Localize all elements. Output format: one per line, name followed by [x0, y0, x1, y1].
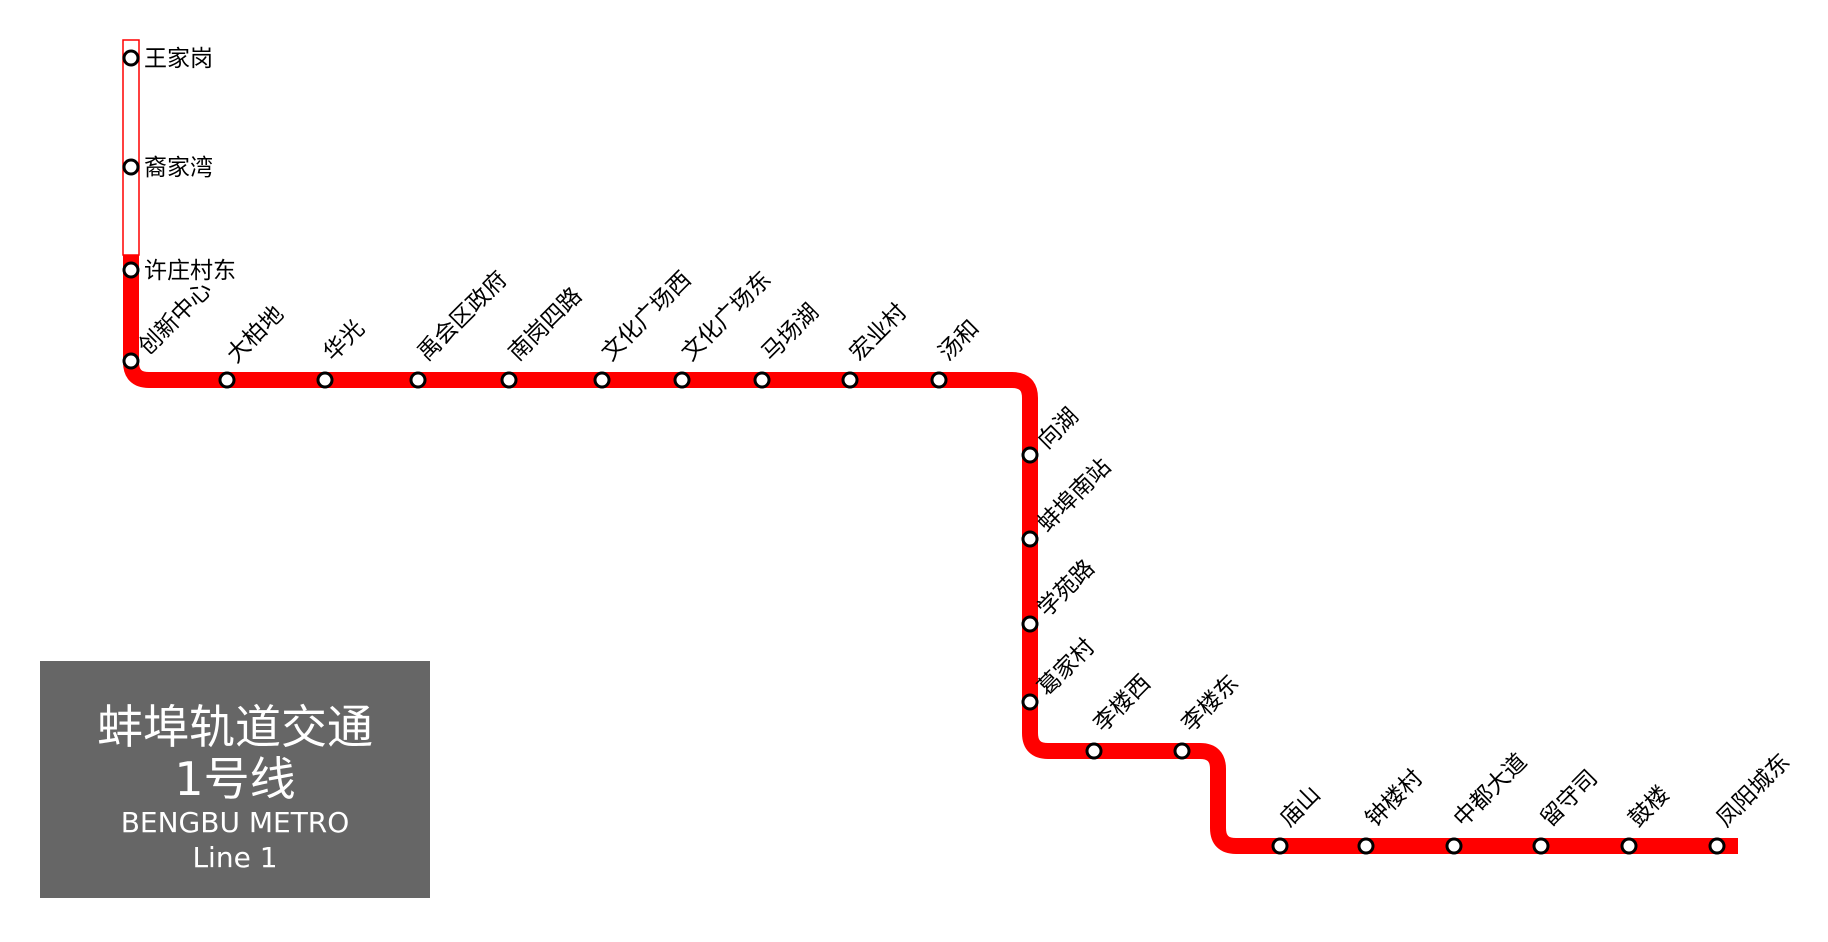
station-marker[interactable] — [753, 371, 771, 389]
station-marker[interactable] — [218, 371, 236, 389]
station-marker[interactable] — [1173, 742, 1191, 760]
legend-line-number-cn: 1号线 — [174, 752, 296, 806]
station-marker[interactable] — [1271, 837, 1289, 855]
station-marker[interactable] — [1620, 837, 1638, 855]
station-marker[interactable] — [122, 49, 140, 67]
planned-segment-outline — [122, 39, 140, 256]
station-marker[interactable] — [1021, 446, 1039, 464]
station-marker[interactable] — [1021, 693, 1039, 711]
station-label: 南岗四路 — [504, 283, 587, 366]
line-1-route — [123, 255, 1738, 854]
station-marker[interactable] — [1357, 837, 1375, 855]
station-marker[interactable] — [122, 352, 140, 370]
station-label: 许庄村东 — [144, 258, 236, 284]
station-marker[interactable] — [1021, 530, 1039, 548]
station-label: 留守司 — [1536, 765, 1603, 832]
station-label: 创新中心 — [134, 277, 217, 360]
station-marker[interactable] — [930, 371, 948, 389]
station-marker[interactable] — [1708, 837, 1726, 855]
station-label: 向湖 — [1033, 403, 1084, 454]
station-label: 大柏地 — [222, 301, 289, 368]
station-label: 马场湖 — [757, 299, 824, 366]
station-marker[interactable] — [1532, 837, 1550, 855]
station-label: 汤和 — [934, 315, 985, 366]
station-label: 裔家湾 — [144, 155, 213, 181]
line-legend: 蚌埠轨道交通 1号线 BENGBU METRO Line 1 — [40, 661, 430, 898]
station-marker[interactable] — [122, 158, 140, 176]
station-label: 凤阳城东 — [1712, 749, 1795, 832]
station-label: 宏业村 — [845, 299, 912, 366]
station-label: 钟楼村 — [1361, 765, 1428, 832]
legend-title-en: BENGBU METRO — [120, 806, 350, 839]
station-marker[interactable] — [122, 261, 140, 279]
station-marker[interactable] — [1085, 742, 1103, 760]
station-label: 李楼东 — [1177, 670, 1244, 737]
station-label: 学苑路 — [1033, 555, 1100, 622]
station-marker[interactable] — [593, 371, 611, 389]
station-label: 华光 — [319, 315, 370, 366]
station-markers — [122, 49, 1726, 855]
station-marker[interactable] — [1021, 615, 1039, 633]
station-label: 鼓楼 — [1624, 781, 1675, 832]
station-marker[interactable] — [841, 371, 859, 389]
station-marker[interactable] — [673, 371, 691, 389]
station-label: 王家岗 — [144, 46, 213, 72]
station-label: 禹会区政府 — [413, 267, 513, 367]
station-label: 蚌埠南站 — [1033, 454, 1116, 537]
station-marker[interactable] — [500, 371, 518, 389]
station-label: 李楼西 — [1089, 670, 1156, 737]
station-label: 庙山 — [1275, 781, 1326, 832]
legend-line-number-en: Line 1 — [192, 841, 278, 874]
legend-title-cn: 蚌埠轨道交通 — [97, 700, 373, 754]
station-marker[interactable] — [316, 371, 334, 389]
station-label: 葛家村 — [1033, 634, 1100, 701]
station-marker[interactable] — [409, 371, 427, 389]
station-marker[interactable] — [1445, 837, 1463, 855]
station-label: 中都大道 — [1449, 749, 1532, 832]
